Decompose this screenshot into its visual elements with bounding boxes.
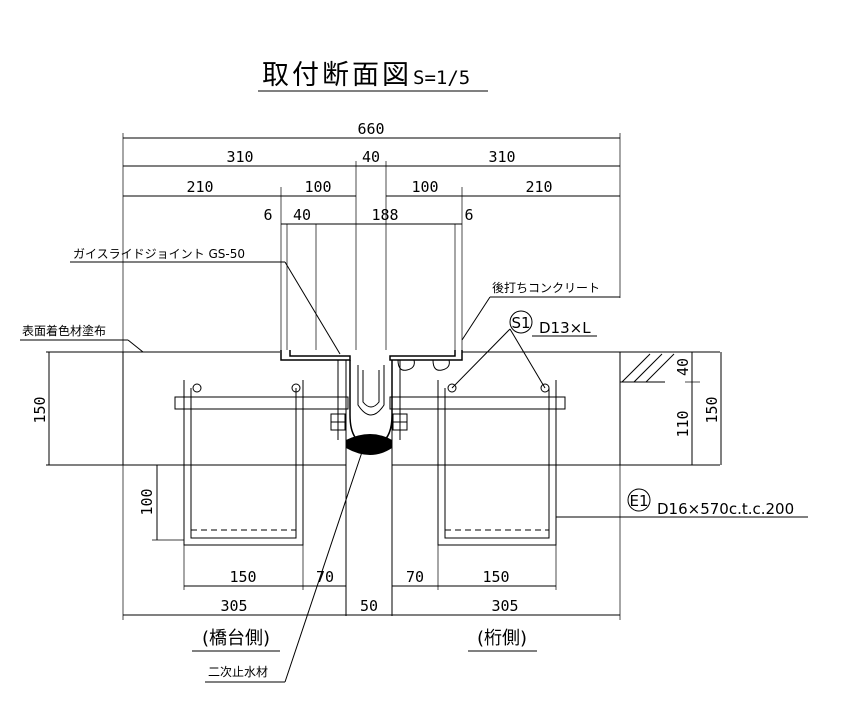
secondary-water-stop-label: 二次止水材 bbox=[208, 665, 268, 679]
dim-depth-left: 150 bbox=[31, 396, 49, 423]
dim-total: 660 bbox=[357, 120, 384, 138]
secondary-water-stop bbox=[346, 434, 392, 455]
side-labels: (橋台側) (桁側) bbox=[192, 628, 537, 652]
left-plate bbox=[280, 350, 351, 361]
drawing-scale: S=1/5 bbox=[413, 67, 470, 89]
surface-paint-label: 表面着色材塗布 bbox=[22, 323, 106, 338]
dim-plate-right-edge: 6 bbox=[464, 206, 473, 224]
rebar-horizontal bbox=[174, 383, 566, 410]
surface-hatch bbox=[620, 353, 675, 383]
dim-depth-right: 150 bbox=[703, 396, 721, 423]
dim-base-left: 305 bbox=[220, 597, 247, 615]
e1-symbol-circle bbox=[627, 488, 651, 512]
dim-outer-left: 210 bbox=[186, 178, 213, 196]
e1-symbol: E1 bbox=[629, 492, 648, 510]
dim-anchor-right-gap: 70 bbox=[406, 568, 424, 586]
expansion-joint-assembly bbox=[280, 350, 463, 455]
title-block: 取付断面図 S=1/5 bbox=[258, 60, 488, 92]
anchor-bolts bbox=[330, 360, 408, 440]
dim-anchor-right-width: 150 bbox=[482, 568, 509, 586]
abutment-side-label: (橋台側) bbox=[202, 628, 270, 649]
dim-inner-right: 100 bbox=[411, 178, 438, 196]
s1-spec: D13×L bbox=[539, 319, 591, 337]
dim-half-right: 310 bbox=[488, 148, 515, 166]
dim-anchor-left-gap: 70 bbox=[316, 568, 334, 586]
bottom-dimensions: 150 70 70 150 305 50 305 bbox=[122, 465, 621, 620]
concrete-body bbox=[46, 351, 720, 616]
dim-plate-width: 188 bbox=[371, 206, 398, 224]
dim-outer-right: 210 bbox=[525, 178, 552, 196]
e1-spec: D16×570c.t.c.200 bbox=[657, 500, 794, 518]
girder-side-label: (桁側) bbox=[477, 628, 527, 649]
right-plate bbox=[389, 350, 463, 361]
dim-center: 40 bbox=[362, 148, 380, 166]
joint-product-label: ガイスライドジョイント GS-50 bbox=[73, 247, 245, 261]
dim-plate-left-offset: 40 bbox=[293, 206, 311, 224]
dim-gap: 50 bbox=[360, 597, 378, 615]
top-dimensions: 660 310 40 310 210 100 100 210 6 40 188 … bbox=[122, 120, 621, 355]
dim-base-right: 305 bbox=[491, 597, 518, 615]
rebar-stirrups bbox=[183, 380, 557, 546]
dim-plate-left-edge: 6 bbox=[263, 206, 272, 224]
callouts: ガイスライドジョイント GS-50 表面着色材塗布 後打ちコンクリート S1 D… bbox=[20, 247, 808, 683]
s1-symbol: S1 bbox=[511, 314, 530, 332]
post-concrete-label: 後打ちコンクリート bbox=[492, 281, 600, 295]
s1-symbol-circle bbox=[509, 310, 533, 334]
dim-inner-left: 100 bbox=[304, 178, 331, 196]
left-dimensions: 150 100 bbox=[31, 352, 184, 541]
dim-half-left: 310 bbox=[226, 148, 253, 166]
dim-lower-layer: 110 bbox=[674, 410, 692, 437]
dim-anchor-left-width: 150 bbox=[229, 568, 256, 586]
rubber-seal bbox=[349, 360, 393, 446]
drawing-title: 取付断面図 bbox=[262, 60, 412, 91]
right-dimensions: 40 110 150 bbox=[674, 352, 722, 465]
dim-anchor-depth: 100 bbox=[138, 488, 156, 515]
dim-top-layer: 40 bbox=[674, 358, 692, 376]
